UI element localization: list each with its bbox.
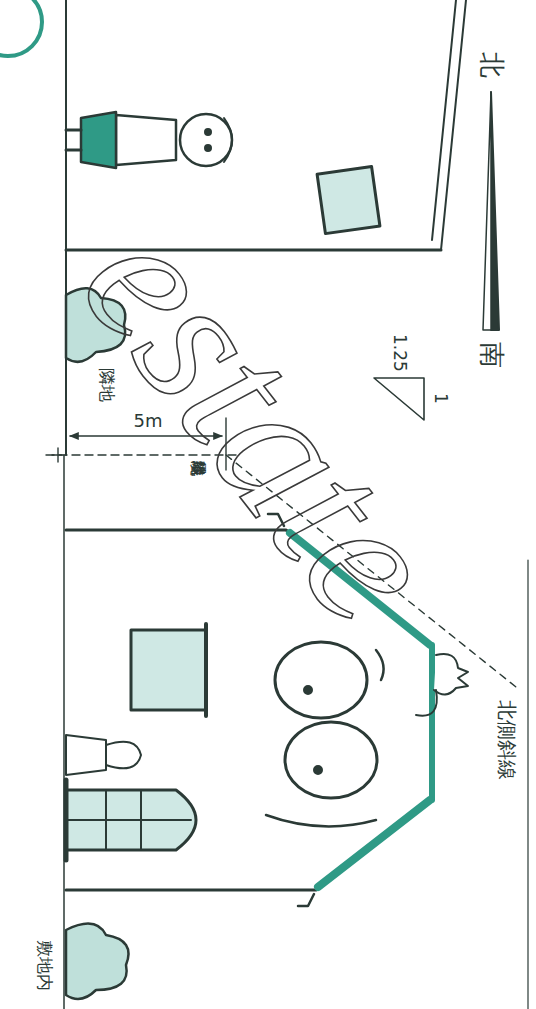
pupil	[314, 766, 322, 774]
slope-ratio: 1.25	[390, 334, 409, 372]
neighbor-ground	[65, 0, 67, 455]
door-step	[64, 780, 69, 860]
neighbor-window	[317, 167, 380, 234]
frame-line	[527, 560, 528, 1009]
person-hair	[224, 118, 232, 162]
window-sill	[204, 624, 208, 716]
north-arrow-half	[491, 92, 499, 330]
door-grid	[66, 790, 191, 850]
cat-tail	[416, 690, 437, 716]
roof-top	[429, 645, 435, 800]
neighbor-roof	[432, 0, 466, 250]
person-body	[116, 115, 176, 165]
person-eye	[205, 129, 211, 135]
house-eye	[285, 722, 377, 798]
house-window	[131, 630, 206, 710]
cheek-arc	[266, 815, 376, 826]
plant-leaves	[106, 742, 141, 769]
north-label: 北	[477, 52, 506, 78]
person-head	[180, 114, 232, 166]
cat	[434, 654, 468, 695]
house-door	[66, 790, 196, 850]
slope-ratio: 1	[431, 393, 450, 404]
plant-pot	[66, 735, 106, 775]
person-skirt	[81, 112, 116, 168]
roof-slope-south	[318, 800, 430, 887]
site-ground	[63, 455, 65, 1009]
area-label: 敷地内	[35, 940, 54, 991]
ground-mark	[52, 448, 62, 462]
south-arrow-half	[483, 92, 491, 330]
person-legs	[66, 130, 81, 150]
site-bush	[66, 924, 129, 999]
person-eye	[205, 145, 211, 151]
south-label: 南	[477, 342, 506, 368]
corner-badge	[0, 0, 42, 56]
eyebrow	[376, 650, 384, 680]
pupil	[304, 686, 312, 694]
slope-line-label: 北側斜線	[496, 700, 518, 780]
